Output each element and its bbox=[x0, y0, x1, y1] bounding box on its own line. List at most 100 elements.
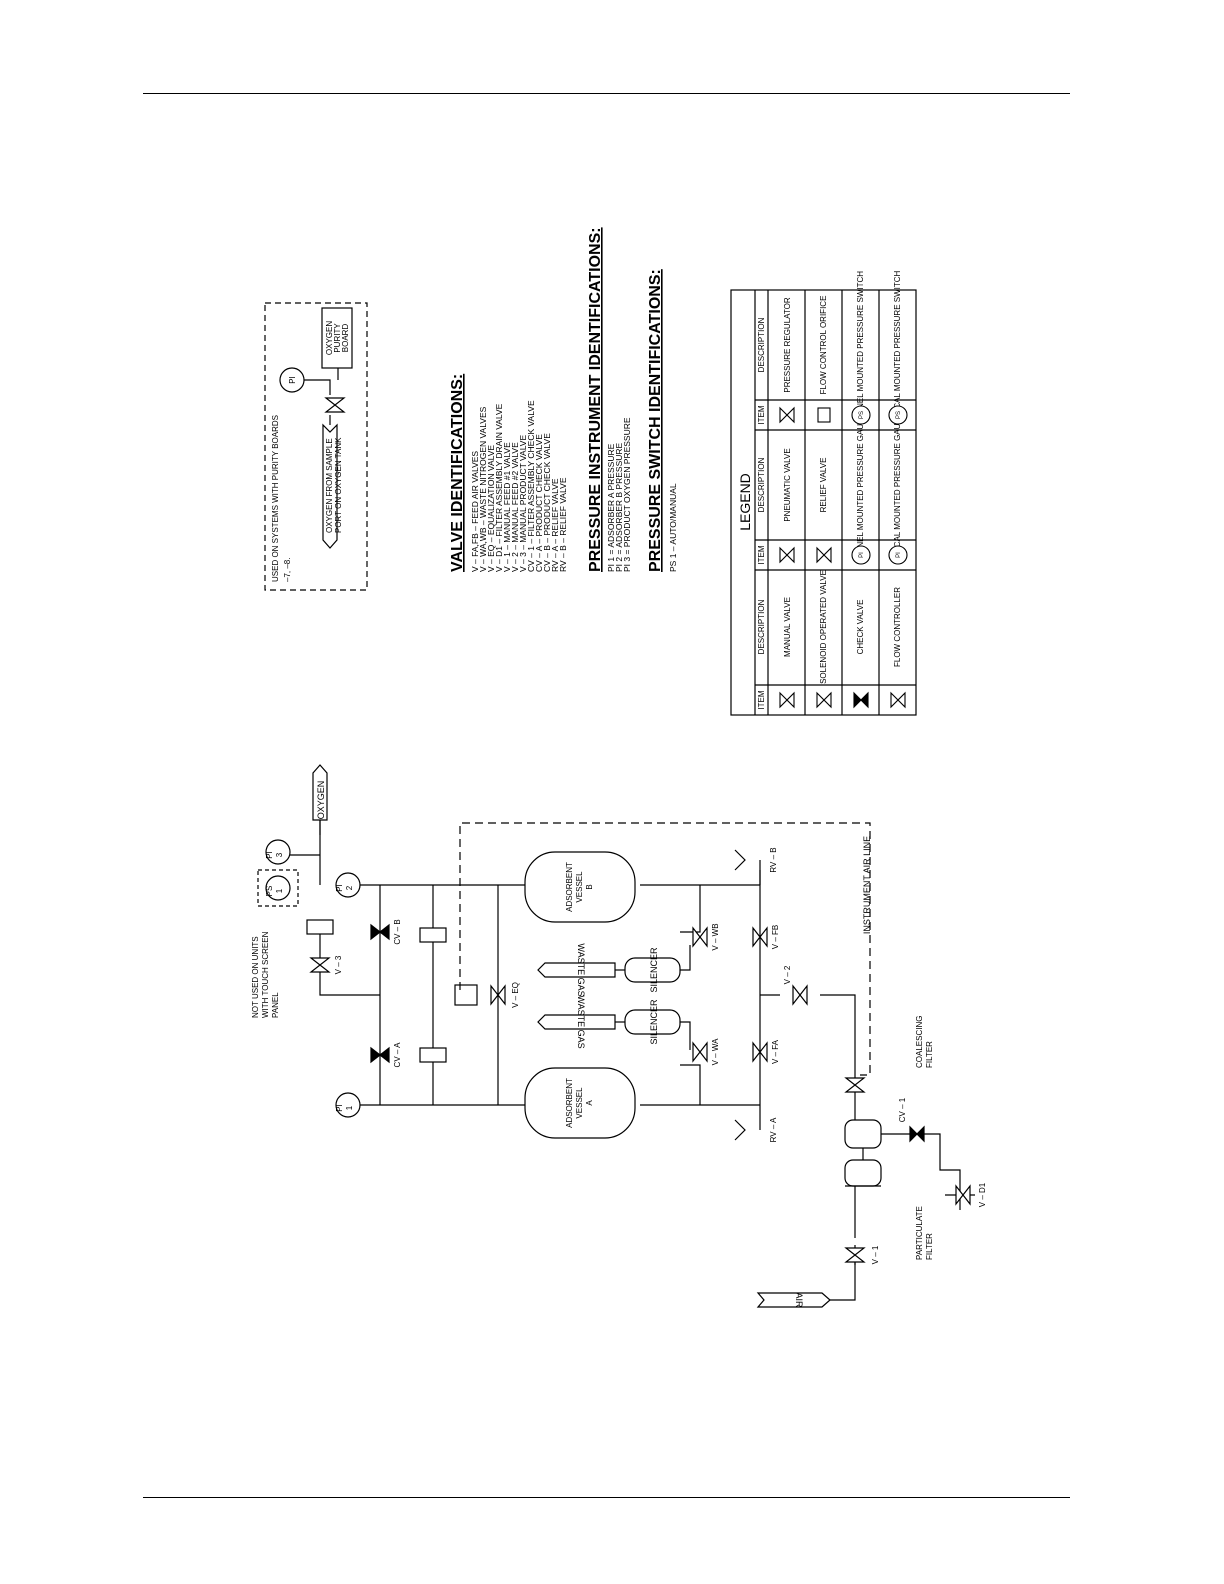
legend-desc: LOCAL MOUNTED PRESSURE GAUGE bbox=[893, 412, 902, 558]
valve-identifications-title: VALVE IDENTIFICATIONS: bbox=[449, 374, 466, 572]
valve-id-item: CV – A – PRODUCT CHECK VALVE bbox=[534, 434, 544, 572]
oxygen-label: OXYGEN bbox=[316, 781, 326, 820]
purity-board-line1: OXYGEN bbox=[325, 321, 334, 355]
legend-ps-symbol: PS bbox=[859, 411, 865, 419]
purity-valve-icon bbox=[325, 397, 345, 413]
valve-id-item: V – WA,WB – WASTE NITROGEN VALVES bbox=[478, 406, 488, 572]
valve-v2-icon bbox=[792, 985, 808, 1005]
ps1-label: PS bbox=[265, 886, 274, 897]
legend-header: ITEM bbox=[757, 690, 766, 709]
vwa-label: V – WA bbox=[711, 1038, 720, 1065]
pi1-number: 1 bbox=[345, 1105, 354, 1110]
legend-title: LEGEND bbox=[737, 473, 753, 531]
valve-id-item: CV – B – PRODUCT CHECK VALVE bbox=[542, 433, 552, 572]
valve-vwa-icon bbox=[692, 1042, 708, 1062]
purity-board-line3: BOARD bbox=[341, 324, 350, 353]
relief-valve-icon bbox=[816, 546, 832, 564]
legend-pi-symbol: PI bbox=[859, 552, 865, 558]
pi2-label: PI bbox=[335, 884, 344, 892]
valve-id-item: V – D1 – FILTER ASSEMBLY DRAIN VALVE bbox=[494, 403, 504, 572]
pi2-number: 2 bbox=[345, 885, 354, 890]
valve-id-item: V – 1 – MANUAL FEED #1 VALVE bbox=[502, 442, 512, 572]
valve-v1-icon bbox=[845, 1247, 865, 1263]
not-used-note-line2: WITH TOUCH SCREEN bbox=[261, 931, 270, 1018]
rva-label: RV – A bbox=[769, 1117, 778, 1142]
not-used-note-line3: PANEL bbox=[271, 992, 280, 1018]
pi1-gauge-icon bbox=[335, 1092, 361, 1118]
manual-valve-icon bbox=[779, 691, 795, 709]
cva-label: CV – A bbox=[393, 1042, 402, 1068]
valve-id-item: V – FA,FB – FEED AIR VALVES bbox=[470, 451, 480, 572]
pi3-gauge-icon bbox=[265, 839, 291, 865]
ps-id-item: PS 1 – AUTO/MANUAL bbox=[668, 483, 678, 572]
pressure-regulator-icon bbox=[779, 406, 795, 424]
legend-desc: PNEUMATIC VALVE bbox=[783, 448, 792, 521]
particulate-filter-line2: FILTER bbox=[925, 1233, 934, 1260]
instrument-air-line-label: INSTRUMENT AIR LINE bbox=[862, 836, 872, 934]
panel-switch-icon bbox=[851, 405, 871, 425]
waste-gas-a-label: WASTE GAS bbox=[576, 995, 586, 1048]
purity-sample-line2: PORT ON OXYGEN TANK bbox=[334, 437, 343, 533]
check-valve-cva-icon bbox=[370, 1046, 390, 1064]
legend-desc: PRESSURE REGULATOR bbox=[783, 297, 792, 393]
vessel-b-line1: ADSORBENT bbox=[565, 862, 574, 912]
v3-label: V – 3 bbox=[334, 955, 343, 974]
pi-id-item: PI 2 = ADSORBER B PRESSURE bbox=[614, 442, 624, 572]
check-valve-cvb-icon bbox=[370, 923, 390, 941]
valve-id-item: V – EQ – EQUALIZATION VALVE bbox=[486, 445, 496, 572]
legend-ps-symbol: PS bbox=[896, 411, 902, 419]
v2-label: V – 2 bbox=[783, 965, 792, 984]
legend-header: DESCRIPTION bbox=[757, 457, 766, 512]
particulate-filter-line1: PARTICULATE bbox=[915, 1206, 924, 1260]
rvb-label: RV – B bbox=[769, 847, 778, 872]
purity-note-line2: –7, –8. bbox=[283, 558, 292, 582]
silencer-b-label: SILENCER bbox=[649, 947, 659, 993]
silencer-a-label: SILENCER bbox=[649, 999, 659, 1045]
top-rule bbox=[143, 93, 1070, 94]
valve-id-item: V – 2 – MANUAL FEED #2 VALVE bbox=[510, 442, 520, 572]
vfb-label: V – FB bbox=[771, 925, 780, 949]
ps1-number: 1 bbox=[275, 888, 284, 893]
pi3-label: PI bbox=[265, 851, 274, 859]
valve-id-item: CV – 1 – FILTER ASSEMBLY CHECK VALVE bbox=[526, 400, 536, 572]
valve-inlet-icon bbox=[845, 1077, 865, 1093]
pi-id-item: PI 1 = ADSORBER A PRESSURE bbox=[606, 443, 616, 572]
vd1-label: V – D1 bbox=[978, 1182, 987, 1207]
valve-id-item: RV – B – RELIEF VALVE bbox=[558, 477, 568, 572]
not-used-note-line1: NOT USED ON UNITS bbox=[251, 936, 260, 1018]
local-switch-icon bbox=[888, 405, 908, 425]
pressure-instrument-title: PRESSURE INSTRUMENT IDENTIFICATIONS: bbox=[587, 227, 604, 572]
legend-desc: FLOW CONTROL ORIFICE bbox=[819, 296, 828, 395]
valve-id-item: RV – A – RELIEF VALVE bbox=[550, 478, 560, 572]
flow-controller-icon bbox=[890, 691, 906, 709]
purity-sample-line1: OXYGEN FROM SAMPLE bbox=[325, 438, 334, 533]
panel-gauge-icon bbox=[851, 545, 871, 565]
legend-desc: RELIEF VALVE bbox=[819, 458, 828, 513]
legend-header: ITEM bbox=[757, 405, 766, 424]
legend-header: ITEM bbox=[757, 545, 766, 564]
pi-id-item: PI 3 = PRODUCT OXYGEN PRESSURE bbox=[622, 417, 632, 572]
vfa-label: V – FA bbox=[771, 1039, 780, 1064]
check-valve-icon bbox=[853, 691, 869, 709]
legend-desc: CHECK VALVE bbox=[856, 600, 865, 655]
vessel-a-line3: A bbox=[585, 1100, 594, 1106]
valve-id-item: V – 3 – MANUAL PRODUCT VALVE bbox=[518, 435, 528, 572]
check-valve-cv1-icon bbox=[909, 1125, 925, 1143]
local-gauge-icon bbox=[888, 545, 908, 565]
legend-header: DESCRIPTION bbox=[757, 317, 766, 372]
legend-desc: SOLENOID OPERATED VALVE bbox=[819, 570, 828, 684]
pneumatic-valve-icon bbox=[779, 546, 795, 564]
valve-vd1-icon bbox=[955, 1185, 971, 1205]
veq-label: V – EQ bbox=[511, 982, 520, 1008]
legend-pi-symbol: PI bbox=[896, 552, 902, 558]
vwb-label: V – WB bbox=[711, 923, 720, 950]
vessel-a-line2: VESSEL bbox=[575, 1087, 584, 1119]
flow-orifice-icon bbox=[817, 407, 831, 423]
pi2-gauge-icon bbox=[335, 872, 361, 898]
legend-desc: LOCAL MOUNTED PRESSURE SWITCH bbox=[893, 270, 902, 419]
legend-desc: FLOW CONTROLLER bbox=[893, 587, 902, 667]
legend-desc: PANEL MOUNTED PRESSURE GAUGE bbox=[856, 412, 865, 557]
air-label: AIR bbox=[794, 1292, 804, 1308]
pi3-number: 3 bbox=[275, 852, 284, 857]
